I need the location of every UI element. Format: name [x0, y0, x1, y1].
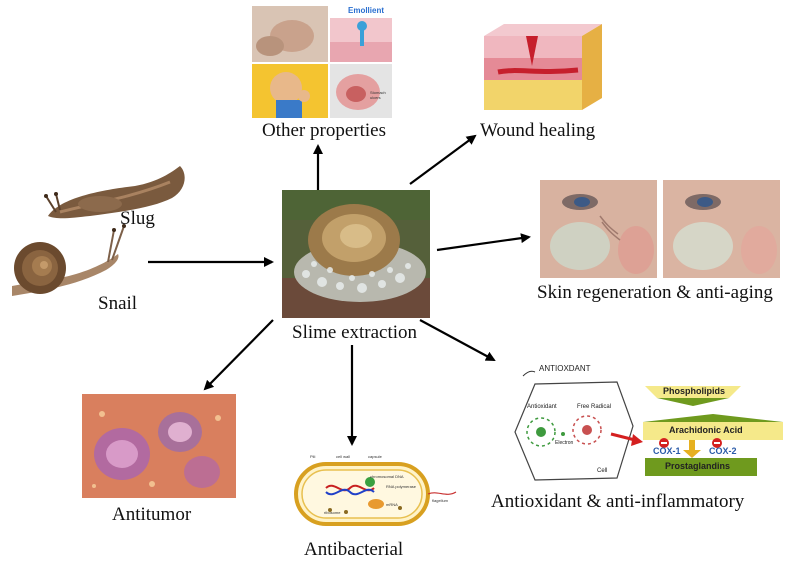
arrow-to-wound-healing [409, 134, 477, 185]
mrna-label: mRNA [386, 502, 398, 507]
bacterium-graphics [294, 462, 457, 526]
label-slug: Slug [120, 208, 155, 229]
phospholipids-label: Phospholipids [663, 386, 725, 396]
cell-wall-label: cell wall [336, 454, 351, 459]
snail-image [12, 224, 126, 296]
electron-label: Electron [555, 440, 574, 446]
arrow-to-antioxidant [419, 319, 496, 361]
antioxidant-graphics [514, 370, 783, 481]
chromosomal-dna-label: chromosomal DNA [370, 474, 404, 479]
label-slime-extraction: Slime extraction [292, 322, 418, 343]
antioxidant-header: ANTIOXDANT [539, 364, 591, 373]
arrow-to-antitumor [203, 319, 274, 391]
label-antitumor: Antitumor [112, 504, 192, 525]
pili-label: Pili [310, 454, 316, 459]
arachidonic-acid-label: Arachidonic Acid [669, 425, 743, 435]
slime-extraction-photo [282, 190, 430, 318]
emollient-label: Emollient [348, 6, 385, 15]
antibacterial-diagram: Pili cell wall capsule chromosomal DNA R… [290, 452, 460, 532]
slug-image [44, 166, 185, 219]
arrow-to-skin-regeneration [436, 233, 531, 252]
label-skin-regeneration: Skin regeneration & anti-aging [537, 282, 773, 303]
antitumor-image [82, 394, 236, 498]
label-wound-healing: Wound healing [480, 120, 596, 141]
other-properties-images [252, 6, 392, 118]
antioxidant-diagram: ANTIOXDANT Antioxidant Free Radical Elec… [505, 362, 783, 487]
antioxidant-cell-label: Antioxidant [527, 404, 557, 410]
free-radical-label: Free Radical [577, 404, 612, 410]
cox1-label: COX-1 [653, 446, 681, 456]
cell-label: Cell [597, 468, 608, 474]
wound-healing-image [484, 24, 602, 110]
flagellum-label: flagellum [432, 498, 449, 503]
capsule-label: capsule [368, 454, 382, 459]
stomach-ulcers-label: Stomach ulcers [370, 90, 386, 100]
rna-polymerase-label: RNA polymerase [386, 484, 417, 489]
label-antioxidant: Antioxidant & anti-inflammatory [491, 491, 745, 512]
skin-regeneration-image [540, 180, 780, 278]
label-antibacterial: Antibacterial [304, 539, 404, 560]
other-properties-collage: Emollient Stomach ulcers [252, 6, 392, 118]
prostaglandins-label: Prostaglandins [665, 461, 731, 471]
ribosome-label: ribosome [324, 510, 341, 515]
label-snail: Snail [98, 293, 138, 314]
label-other-properties: Other properties [262, 120, 386, 141]
cox2-label: COX-2 [709, 446, 737, 456]
